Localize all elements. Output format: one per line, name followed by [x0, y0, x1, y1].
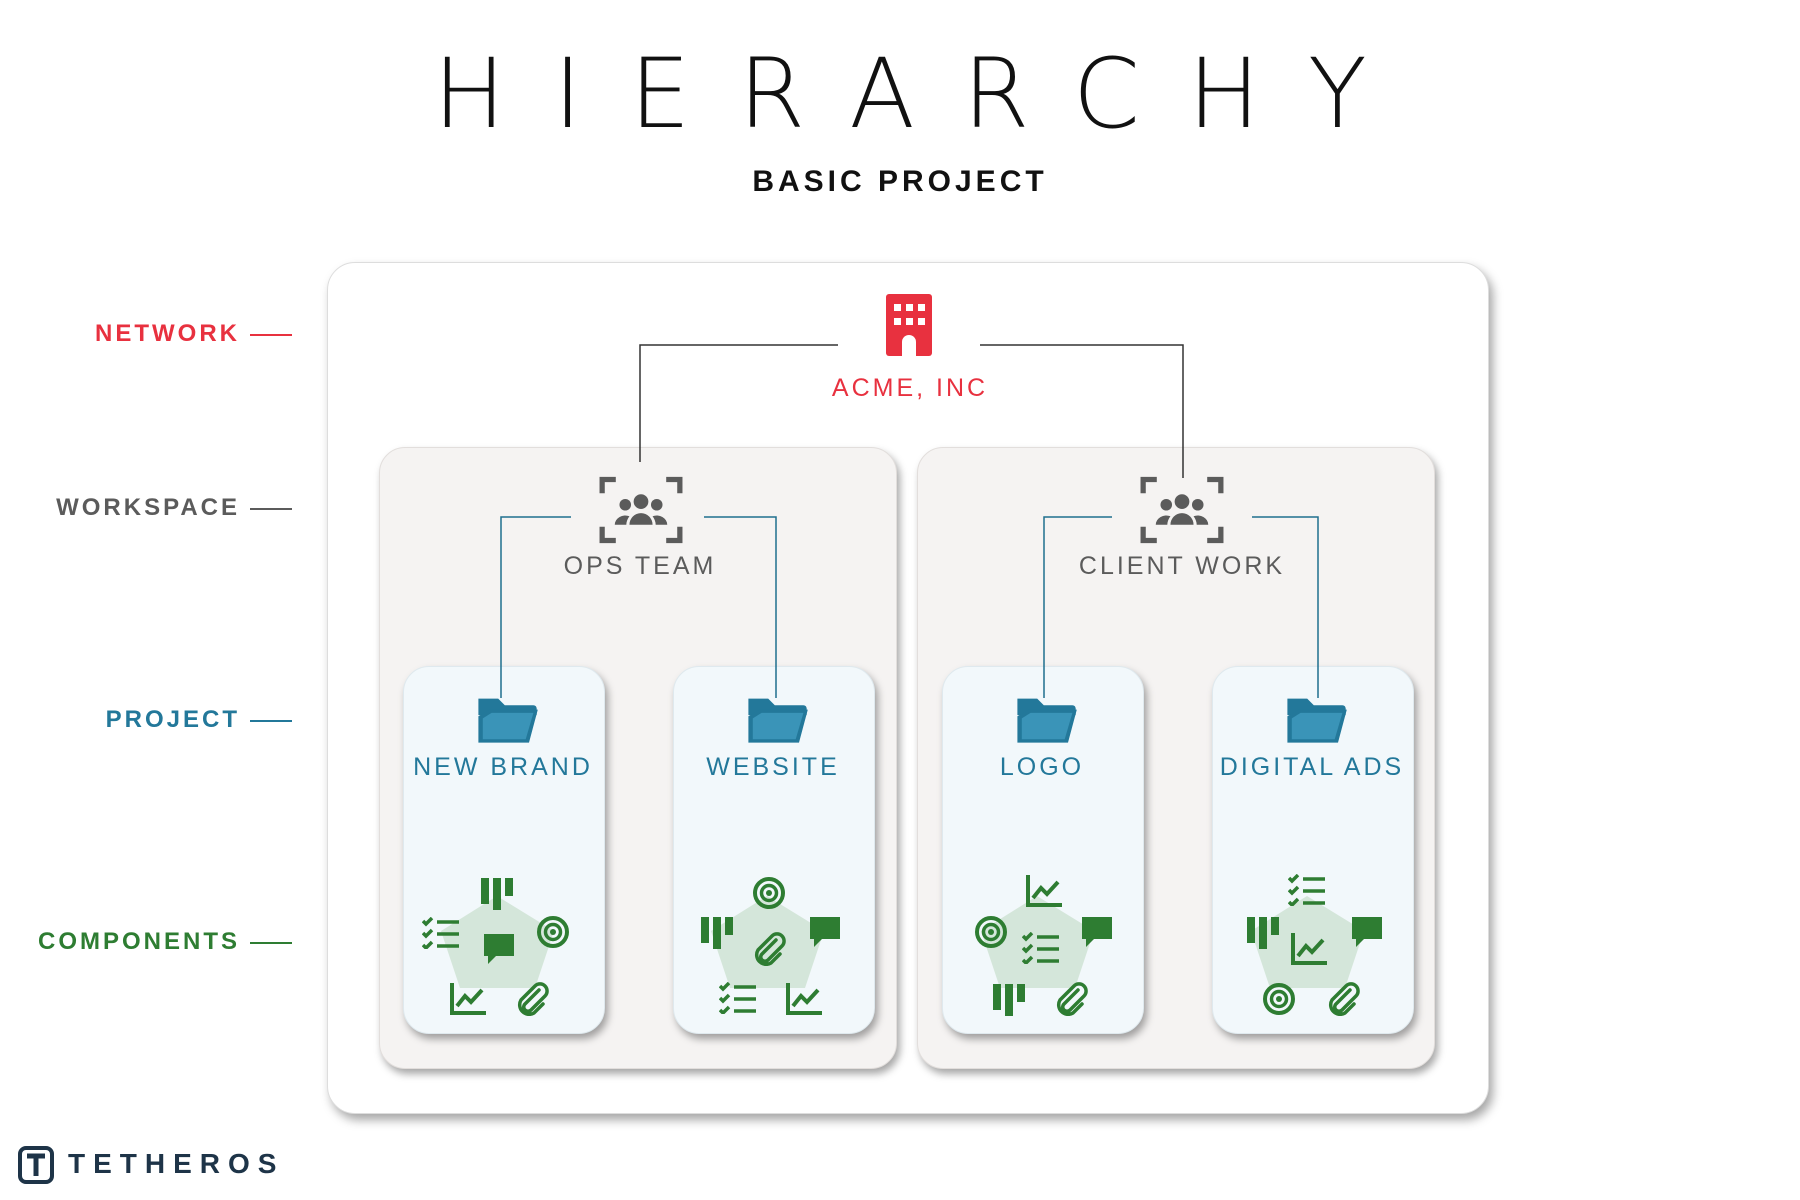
- level-label-project: PROJECT: [105, 706, 240, 733]
- chat-icon: [1352, 917, 1382, 947]
- level-label-network: NETWORK: [95, 320, 240, 347]
- level-label-components: COMPONENTS: [37, 928, 240, 955]
- level-connector-components: [250, 942, 292, 944]
- project-label-digital-ads: DIGITAL ADS: [1219, 753, 1405, 781]
- attachment-icon: [517, 982, 549, 1016]
- target-icon: [1263, 983, 1295, 1015]
- workspace-label-ops-team: OPS TEAM: [563, 552, 717, 580]
- network-label: ACME, INC: [831, 374, 989, 402]
- project-label-logo: LOGO: [999, 753, 1085, 781]
- level-label-workspace: WORKSPACE: [56, 494, 240, 521]
- level-connector-workspace: [250, 508, 292, 510]
- attachment-icon: [1056, 982, 1088, 1016]
- checklist-icon: [719, 982, 757, 1014]
- component-pentagon-logo: [981, 896, 1094, 988]
- page-title: HIERARCHY: [433, 38, 1415, 150]
- attachment-icon: [1328, 982, 1360, 1016]
- tetheros-logo-icon: [18, 1146, 54, 1184]
- level-connector-project: [250, 720, 292, 722]
- project-label-website: WEBSITE: [706, 753, 840, 781]
- level-connector-network: [250, 334, 292, 336]
- chat-icon: [810, 917, 840, 947]
- project-label-new-brand: NEW BRAND: [413, 753, 593, 781]
- page-subtitle: BASIC PROJECT: [752, 165, 1048, 198]
- kanban-icon: [993, 984, 1025, 1016]
- component-pentagon-digital-ads: [1251, 896, 1364, 988]
- brand-name: TETHEROS: [68, 1148, 285, 1179]
- chat-icon: [1082, 917, 1112, 947]
- workspace-label-client-work: CLIENT WORK: [1078, 552, 1286, 580]
